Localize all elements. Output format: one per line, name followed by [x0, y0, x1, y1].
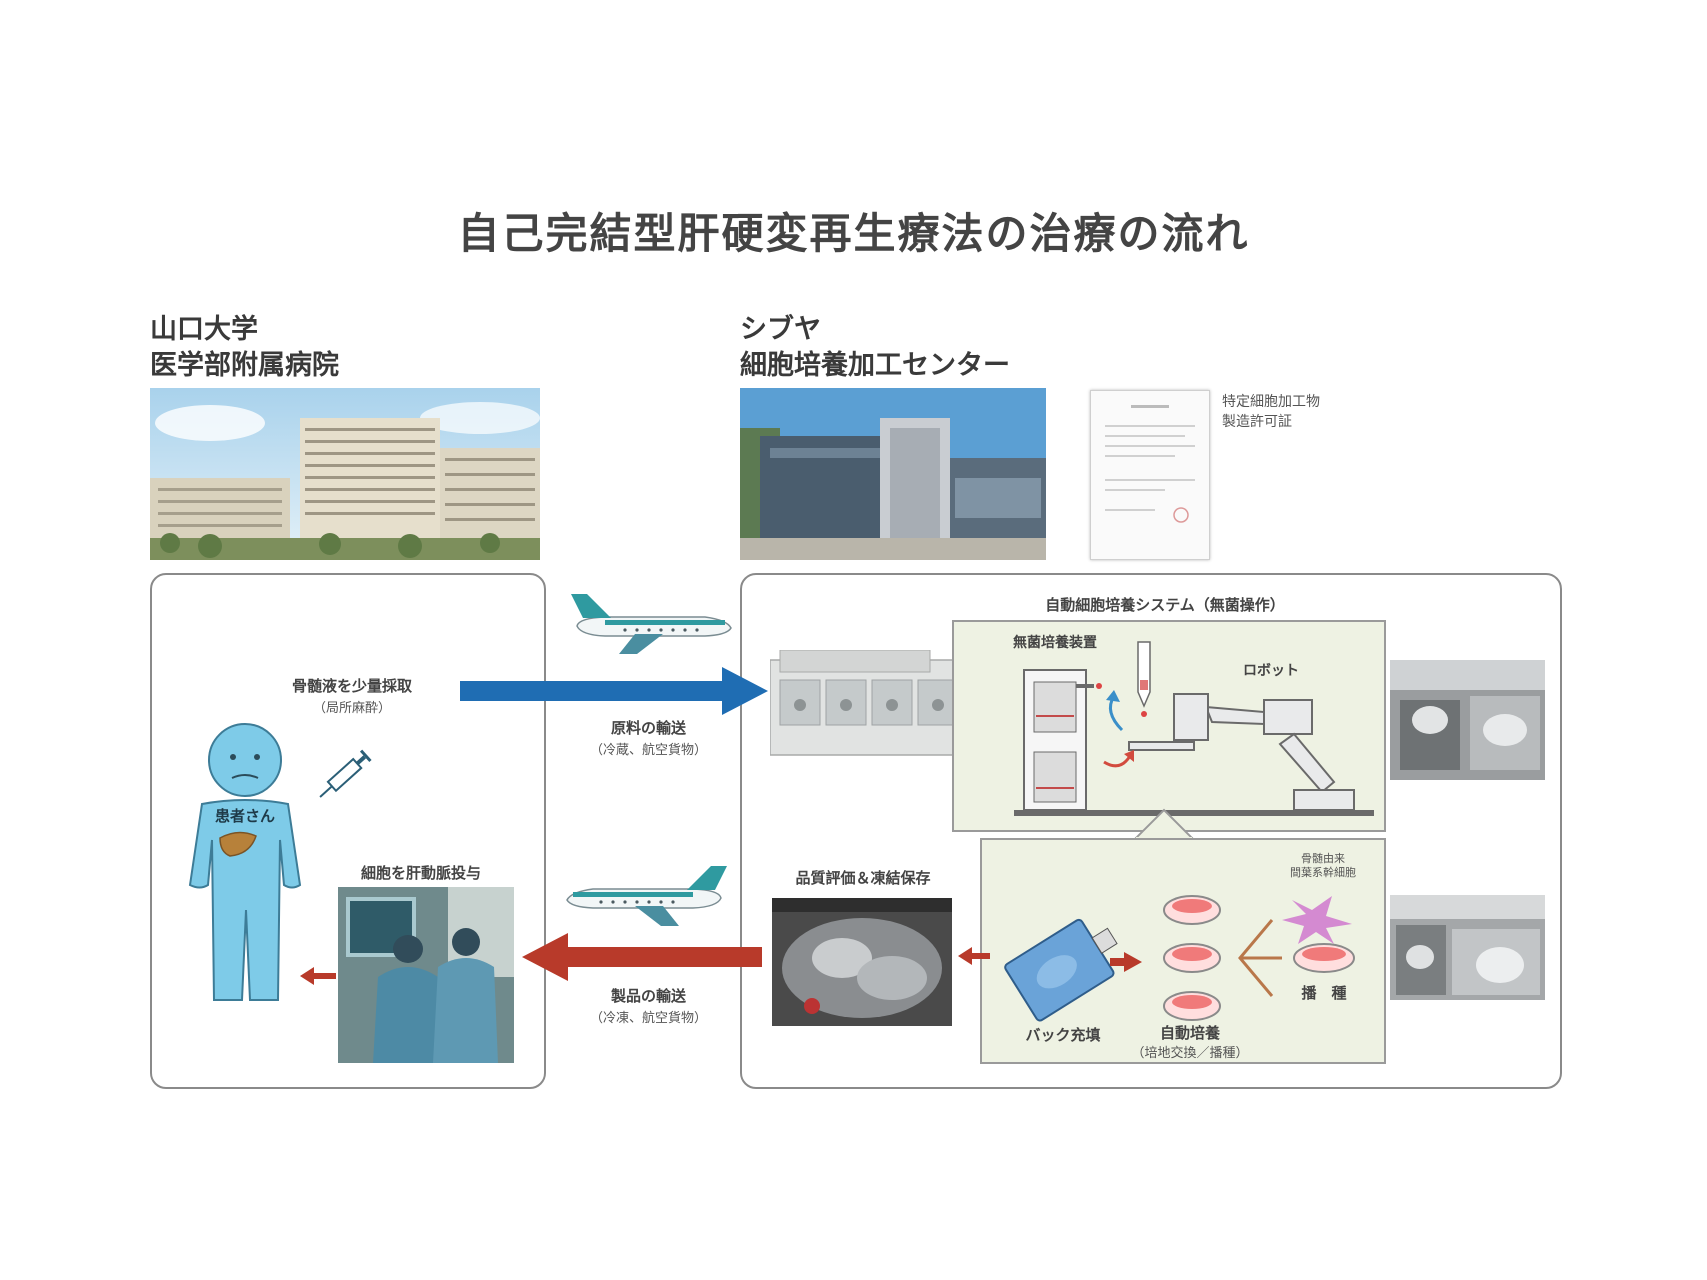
- return-small-arrow: [300, 965, 336, 987]
- culture-panel: [980, 838, 1386, 1064]
- raw-transport-sub: （冷蔵、航空貨物）: [589, 743, 707, 758]
- center-name-line1: シブヤ: [740, 314, 821, 345]
- page-title: 自己完結型肝硬変再生療法の治療の流れ: [457, 209, 1250, 258]
- return-arrow: [522, 933, 762, 981]
- cell-check-line1: 骨髄由来: [1301, 852, 1345, 865]
- lab-photo-top: [1390, 660, 1545, 780]
- center-name-line2: 細胞培養加工センター: [740, 350, 1010, 381]
- callout-pointer: [1131, 808, 1197, 841]
- permit-document: [1090, 390, 1210, 560]
- hospital-name-line2: 医学部附属病院: [150, 350, 339, 381]
- forward-arrow: [460, 667, 768, 715]
- robot-label: ロボット: [1243, 663, 1299, 679]
- administer-label: 細胞を肝動脈投与: [360, 864, 481, 882]
- auto-culture-sub: （培地交換／播種）: [1131, 1046, 1249, 1061]
- product-transport-sub: （冷凍、航空貨物）: [589, 1011, 707, 1026]
- patient-figure: [180, 720, 310, 1005]
- cell-check-line2: 間葉系幹細胞: [1290, 866, 1356, 879]
- bag-label: バック充填: [1025, 1026, 1101, 1044]
- cell-check-label: 骨髄由来 間葉系幹細胞: [1268, 852, 1378, 880]
- permit-label-line2: 製造許可証: [1222, 414, 1292, 430]
- surgery-photo: [338, 887, 514, 1063]
- quality-label: 品質評価＆凍結保存: [795, 869, 931, 887]
- lab-photo-bottom: [1390, 895, 1545, 1000]
- system-title: 自動細胞培養システム（無菌操作）: [1045, 596, 1285, 614]
- freezer-photo: [772, 898, 952, 1026]
- permit-label-line1: 特定細胞加工物: [1222, 394, 1320, 410]
- automation-panel: [952, 620, 1386, 832]
- airplane-return-icon: [565, 862, 733, 928]
- hospital-photo: [150, 388, 540, 560]
- center-building-photo: [740, 388, 1046, 560]
- airplane-icon: [565, 590, 733, 656]
- hospital-heading: 山口大学 医学部附属病院: [150, 312, 339, 384]
- product-transport-label: 製品の輸送: [610, 987, 686, 1005]
- auto-culture-label: 自動培養: [1159, 1024, 1220, 1042]
- hospital-name-line1: 山口大学: [150, 314, 258, 345]
- flow-small-arrow: [958, 945, 990, 967]
- bone-marrow-sub: （局所麻酔）: [312, 701, 391, 716]
- incubator-label: 無菌培養装置: [1013, 635, 1097, 651]
- patient-label: 患者さん: [214, 807, 275, 825]
- syringe-icon: [310, 742, 382, 808]
- center-heading: シブヤ 細胞培養加工センター: [740, 312, 1010, 384]
- permit-label: 特定細胞加工物 製造許可証: [1222, 392, 1320, 432]
- expansion-label: 播 種: [1301, 984, 1347, 1002]
- bone-marrow-label: 骨髄液を少量採取: [291, 677, 412, 695]
- raw-transport-label: 原料の輸送: [610, 719, 686, 737]
